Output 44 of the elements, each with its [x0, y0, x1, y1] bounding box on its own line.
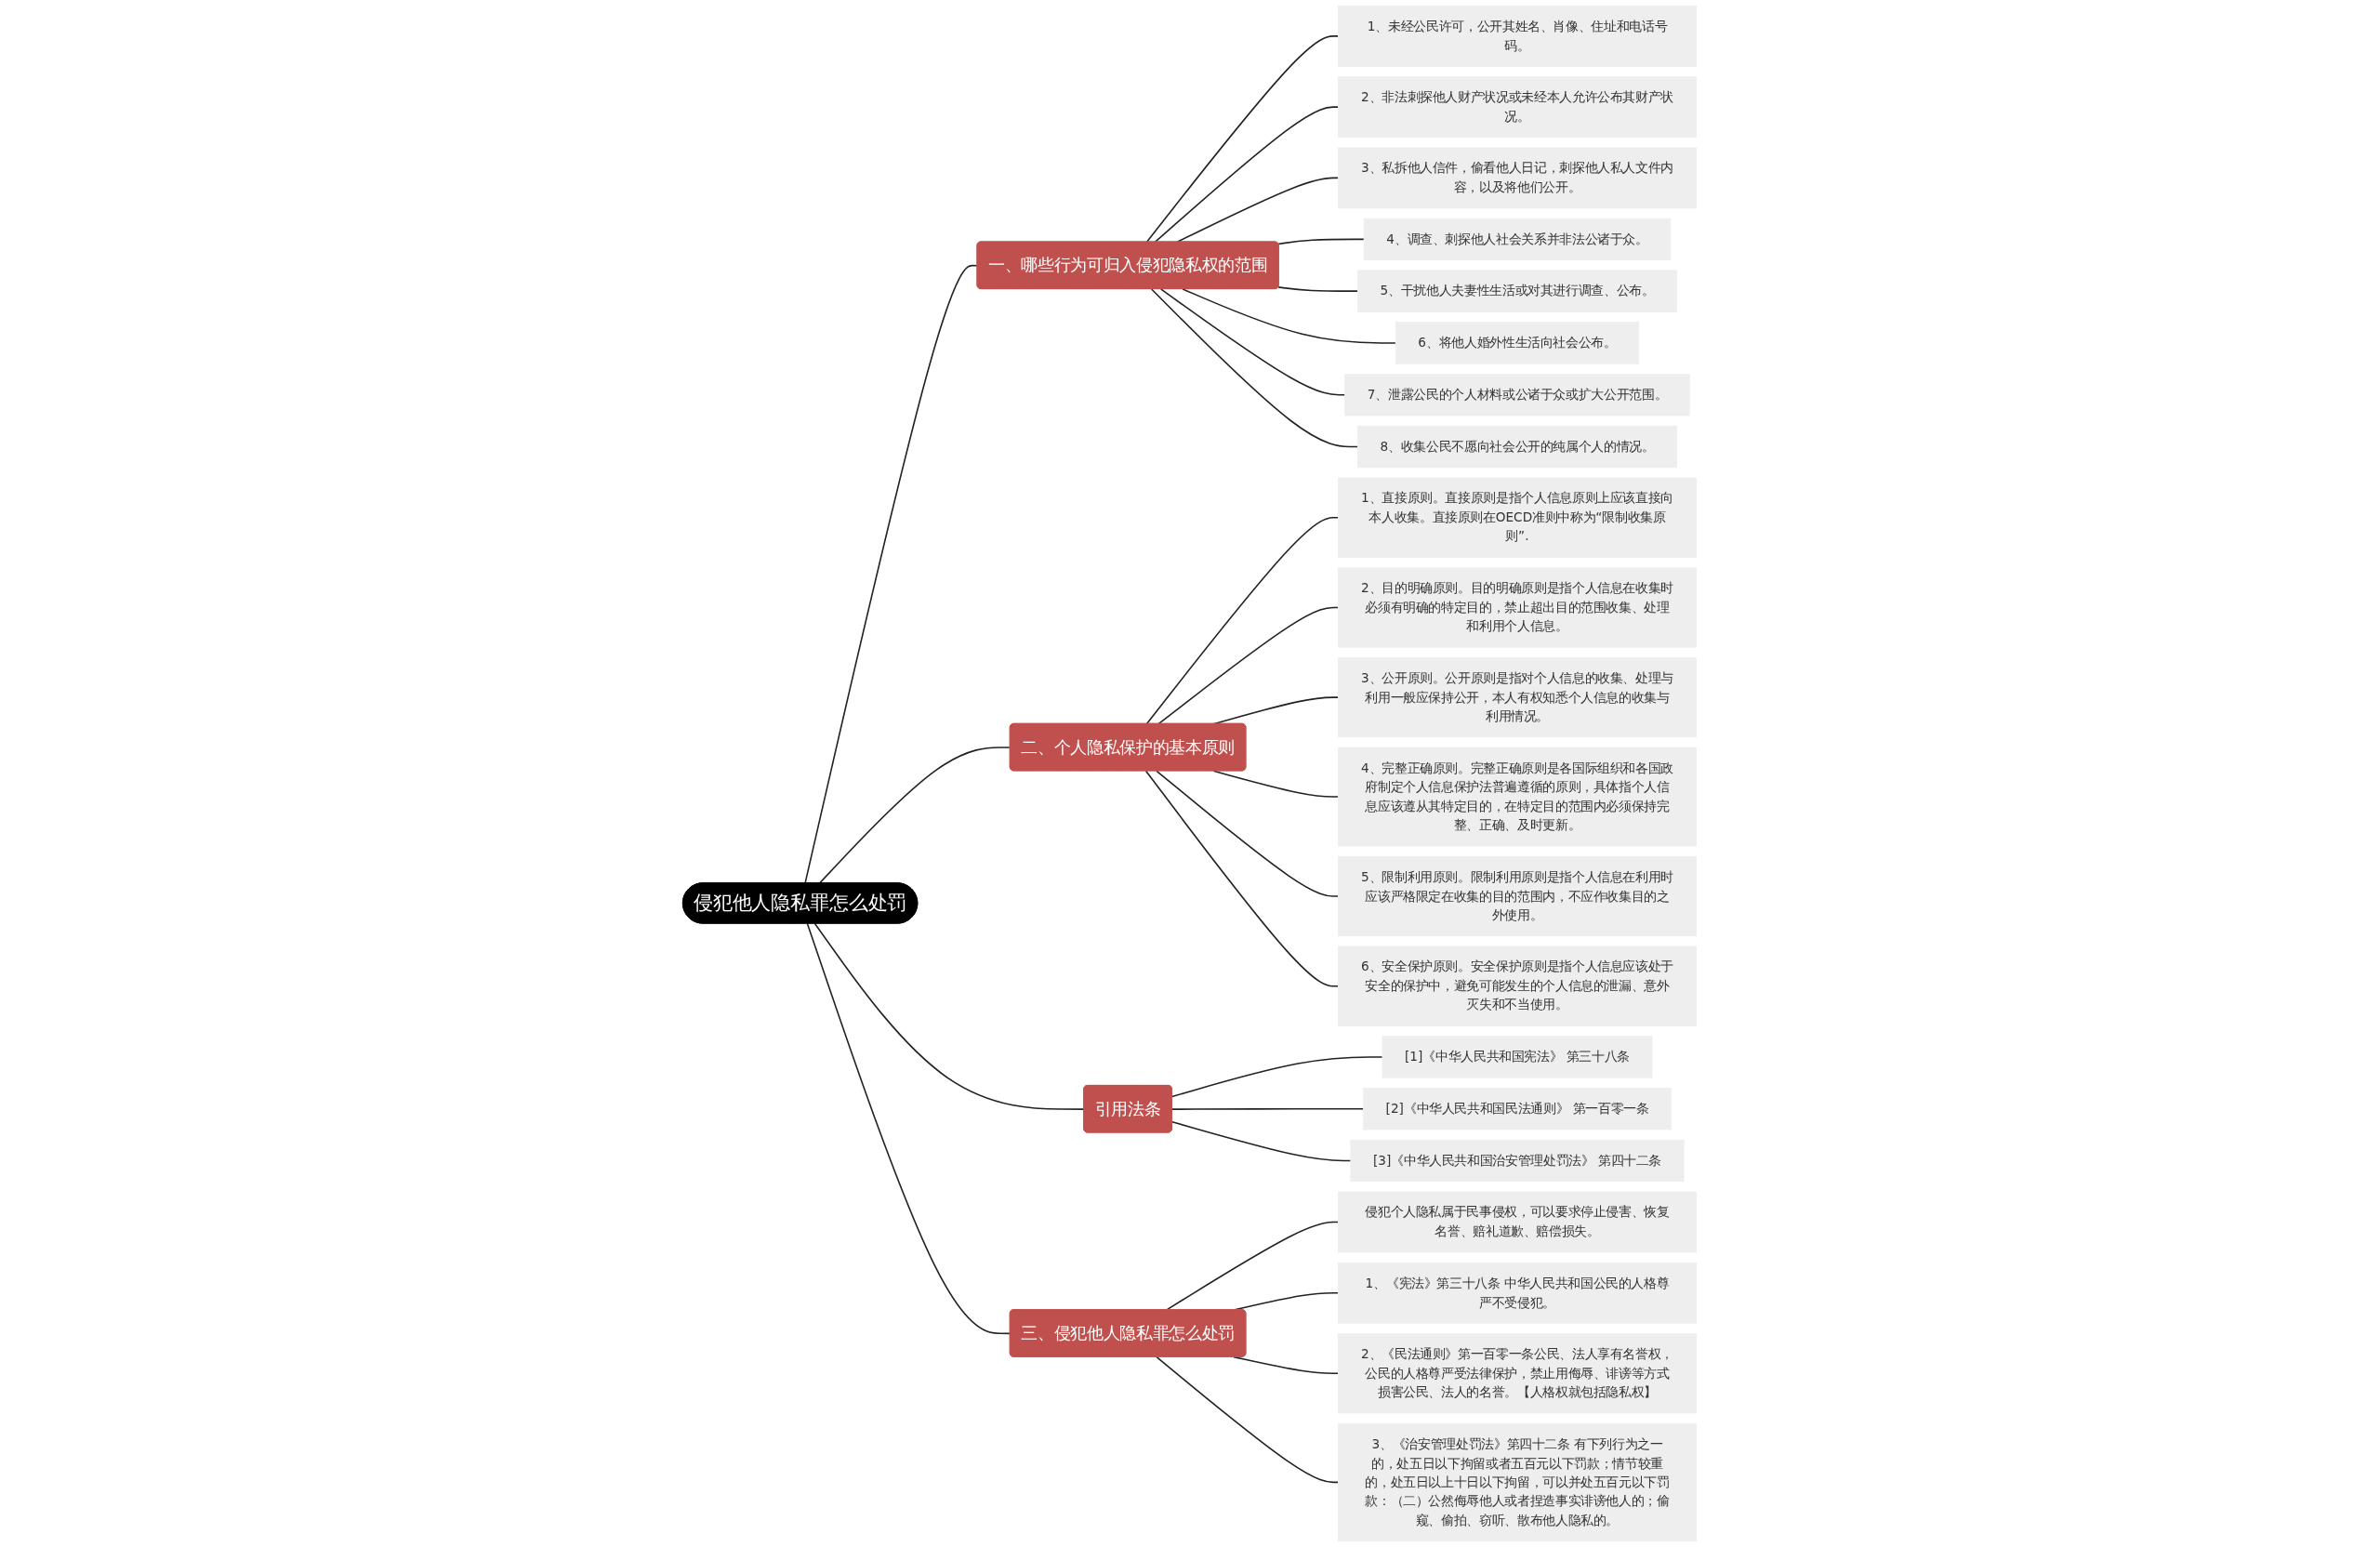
connector [1233, 1355, 1340, 1374]
connector [1171, 1107, 1365, 1110]
connector [804, 264, 979, 884]
connector [1171, 1056, 1384, 1098]
node-box: 1、直接原则。直接原则是指个人信息原则上应该直接向本人收集。直接原则在OECD准则中称为“限制收集原则”. [1338, 477, 1698, 558]
connector [1213, 770, 1340, 798]
connector [819, 747, 1012, 884]
node-box: [1]《中华人民共和国宪法》 第三十八条 [1382, 1036, 1653, 1078]
node-box: 8、收集公民不愿向社会公开的纯属个人的情况。 [1357, 425, 1678, 469]
node-box: 7、泄露公民的个人材料或公诸于众或扩大公开范围。 [1344, 374, 1691, 416]
node-box: 4、完整正确原则。完整正确原则是各国际组织和各国政府制定个人信息保护法普遍遵循的原则，具体指个人信息应该遵从其特定目的，在特定目的范围内必须保持完整、正确、及时更新。 [1338, 747, 1698, 847]
node-box: 4、调查、刺探他人社会关系并非法公诸于众。 [1364, 218, 1672, 261]
connector [1156, 770, 1340, 897]
node-box: 1、未经公民许可，公开其姓名、肖像、住址和电话号码。 [1338, 6, 1698, 67]
node-box: 3、《治安管理处罚法》第四十二条 有下列行为之一的，处五日以下拘留或者五百元以下罚款；情节较重的，处五日以上十日以下拘留，可以并处五百元以下罚款：（二）公然侮辱他人或者捏造事实诽谤他人的；偷窥、偷拍、窃听、散布他人隐私的。 [1338, 1422, 1698, 1541]
node-box: 3、私拆他人信件，偷看他人日记，刺探他人私人文件内容，以及将他们公开。 [1338, 147, 1698, 209]
node-box: 2、《民法通则》第一百零一条公民、法人享有名誉权，公民的人格尊严受法律保护，禁止用侮辱、诽谤等方式损害公民、法人的名誉。【人格权就包括隐私权】 [1338, 1333, 1698, 1414]
node-box: 侵犯个人隐私属于民事侵权，可以要求停止侵害、恢复名誉、赔礼道歉、赔偿损失。 [1338, 1191, 1698, 1253]
node-box: 1、《宪法》第三十八条 中华人民共和国公民的人格尊严不受侵犯。 [1338, 1262, 1698, 1324]
connector [1145, 770, 1340, 987]
connector [807, 922, 1012, 1335]
node-box: [2]《中华人民共和国民法通则》 第一百零一条 [1363, 1088, 1673, 1130]
connector [1176, 177, 1340, 244]
connector [1157, 606, 1340, 725]
connector [814, 922, 1086, 1110]
connector [1277, 286, 1359, 292]
connector [1171, 1120, 1353, 1162]
node-box: 6、安全保护原则。安全保护原则是指个人信息应该处于安全的保护中，避免可能发生的个人信息的泄漏、意外灭失和不当使用。 [1338, 945, 1698, 1026]
node-box: [3]《中华人民共和国治安管理处罚法》 第四十二条 [1350, 1139, 1686, 1183]
node-box: 5、限制利用原则。限制利用原则是指个人信息在利用时应该严格限定在收集的目的范围内，不应作收集目的之外使用。 [1338, 855, 1698, 937]
connector [1155, 106, 1340, 244]
connector [1146, 35, 1340, 244]
node-box: 3、公开原则。公开原则是指对个人信息的收集、处理与利用一般应保持公开，本人有权知悉个人信息的收集与利用情况。 [1338, 657, 1698, 738]
connector [1160, 288, 1346, 396]
connector [1277, 238, 1366, 245]
connector [1156, 1355, 1340, 1484]
node-box: 2、非法刺探他人财产状况或未经本人允许公布其财产状况。 [1338, 76, 1698, 139]
node-box: 6、将他人婚外性生活向社会公布。 [1395, 322, 1640, 364]
connector [1182, 288, 1397, 344]
connector [1166, 1221, 1340, 1311]
connector [1151, 288, 1359, 448]
node-box: 2、目的明确原则。目的明确原则是指个人信息在收集时必须有明确的特定目的，禁止超出目的范围收集、处理和利用个人信息。 [1338, 567, 1698, 648]
node-box: 5、干扰他人夫妻性生活或对其进行调查、公布。 [1357, 270, 1678, 312]
connector [1146, 516, 1340, 725]
